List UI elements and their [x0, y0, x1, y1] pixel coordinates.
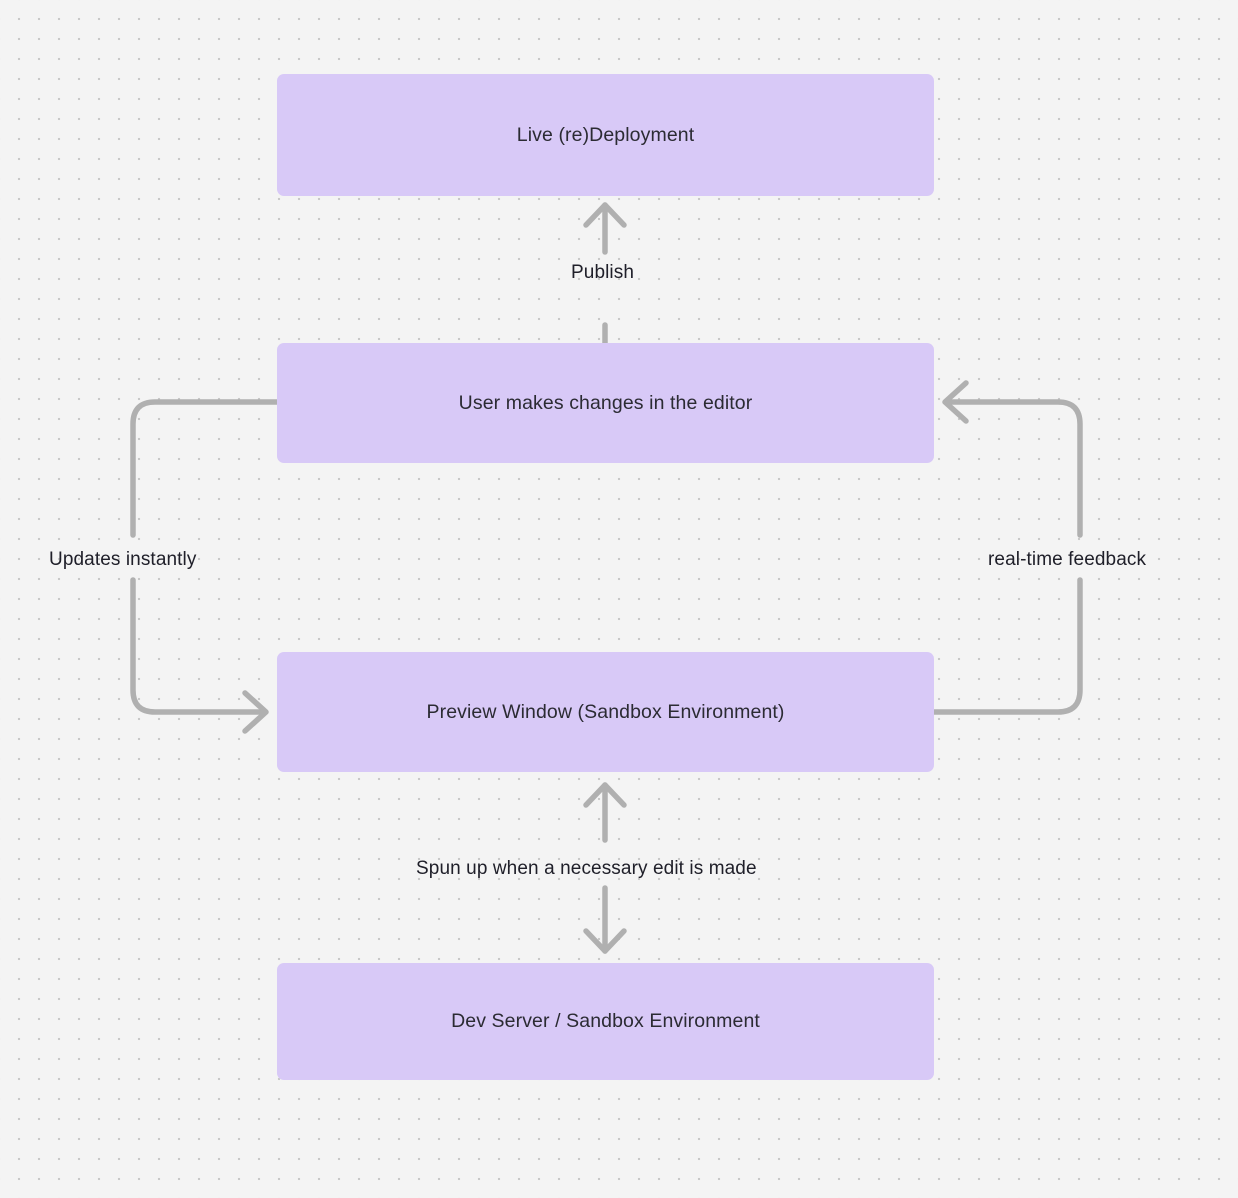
edge-label-spun-up: Spun up when a necessary edit is made — [416, 858, 757, 879]
edge-real-time-feedback — [931, 380, 1083, 715]
node-live-deployment-label: Live (re)Deployment — [516, 123, 695, 146]
node-dev-server-label: Dev Server / Sandbox Environment — [451, 1010, 760, 1032]
node-preview-window-label: Preview Window (Sandbox Environment) — [426, 700, 785, 723]
edge-label-updates-instantly: Updates instantly — [49, 549, 197, 570]
edge-label-real-time-feedback: real-time feedback — [988, 549, 1147, 570]
node-dev-server[interactable]: Dev Server / Sandbox Environment — [277, 963, 934, 1080]
node-preview-window[interactable]: Preview Window (Sandbox Environment) — [277, 652, 934, 772]
node-user-edits-label: User makes changes in the editor — [458, 391, 753, 414]
edge-label-publish: Publish — [571, 262, 635, 283]
node-user-edits[interactable]: User makes changes in the editor — [277, 343, 934, 463]
node-live-deployment[interactable]: Live (re)Deployment — [277, 74, 934, 196]
